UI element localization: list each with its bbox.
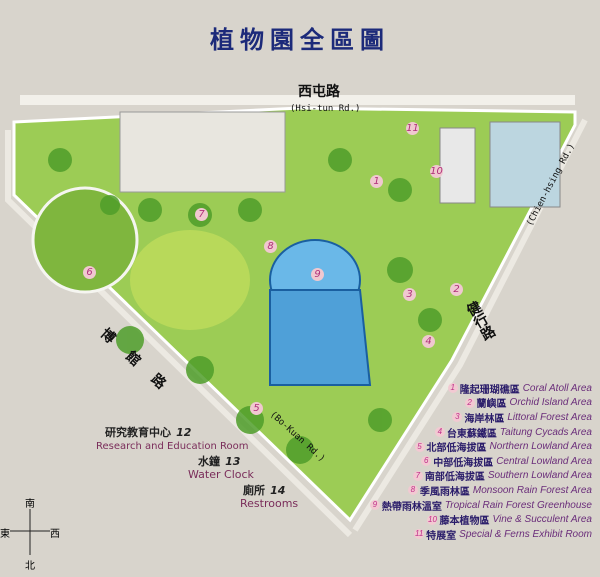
facility-research-en: Research and Education Room (96, 441, 249, 452)
area-marker-3[interactable]: 3 (403, 288, 416, 301)
road-hsi-tun-en: (Hsi-tun Rd.) (290, 104, 361, 114)
tree-clusters (48, 148, 442, 464)
facility-research: 研究教育中心 12 (105, 426, 192, 439)
parking-lot (119, 111, 286, 193)
compass-north: 北 (25, 561, 35, 572)
facility-restrooms-en: Restrooms (240, 497, 299, 510)
facility-water-clock-en: Water Clock (188, 468, 254, 481)
area-marker-10[interactable]: 10 (430, 165, 443, 178)
greenhouse-body (269, 289, 372, 386)
compass-rose: 南 北 東 西 (0, 497, 70, 572)
facility-water-clock: 水鐘 13 (198, 455, 241, 468)
area-marker-11[interactable]: 11 (406, 122, 419, 135)
area-marker-6[interactable]: 6 (83, 266, 96, 279)
compass-east: 東 (0, 529, 10, 540)
area-marker-2[interactable]: 2 (450, 283, 463, 296)
area-marker-1[interactable]: 1 (370, 175, 383, 188)
compass-west: 西 (50, 529, 60, 540)
building-10 (439, 127, 476, 204)
road-hsi-tun-cn: 西屯路 (298, 84, 340, 100)
building-12 (489, 121, 561, 208)
compass-arrows-icon (10, 509, 50, 555)
area-marker-8[interactable]: 8 (264, 240, 277, 253)
compass-south: 南 (25, 499, 35, 510)
map-title: 植物園全區圖 (210, 25, 390, 54)
facility-restrooms: 廁所 14 (243, 484, 286, 497)
area-marker-4[interactable]: 4 (422, 335, 435, 348)
area-marker-7[interactable]: 7 (195, 208, 208, 221)
area-marker-9[interactable]: 9 (311, 268, 324, 281)
area-marker-5[interactable]: 5 (250, 402, 263, 415)
lawn-central (130, 230, 250, 330)
road-bo-kuan (5, 130, 353, 538)
